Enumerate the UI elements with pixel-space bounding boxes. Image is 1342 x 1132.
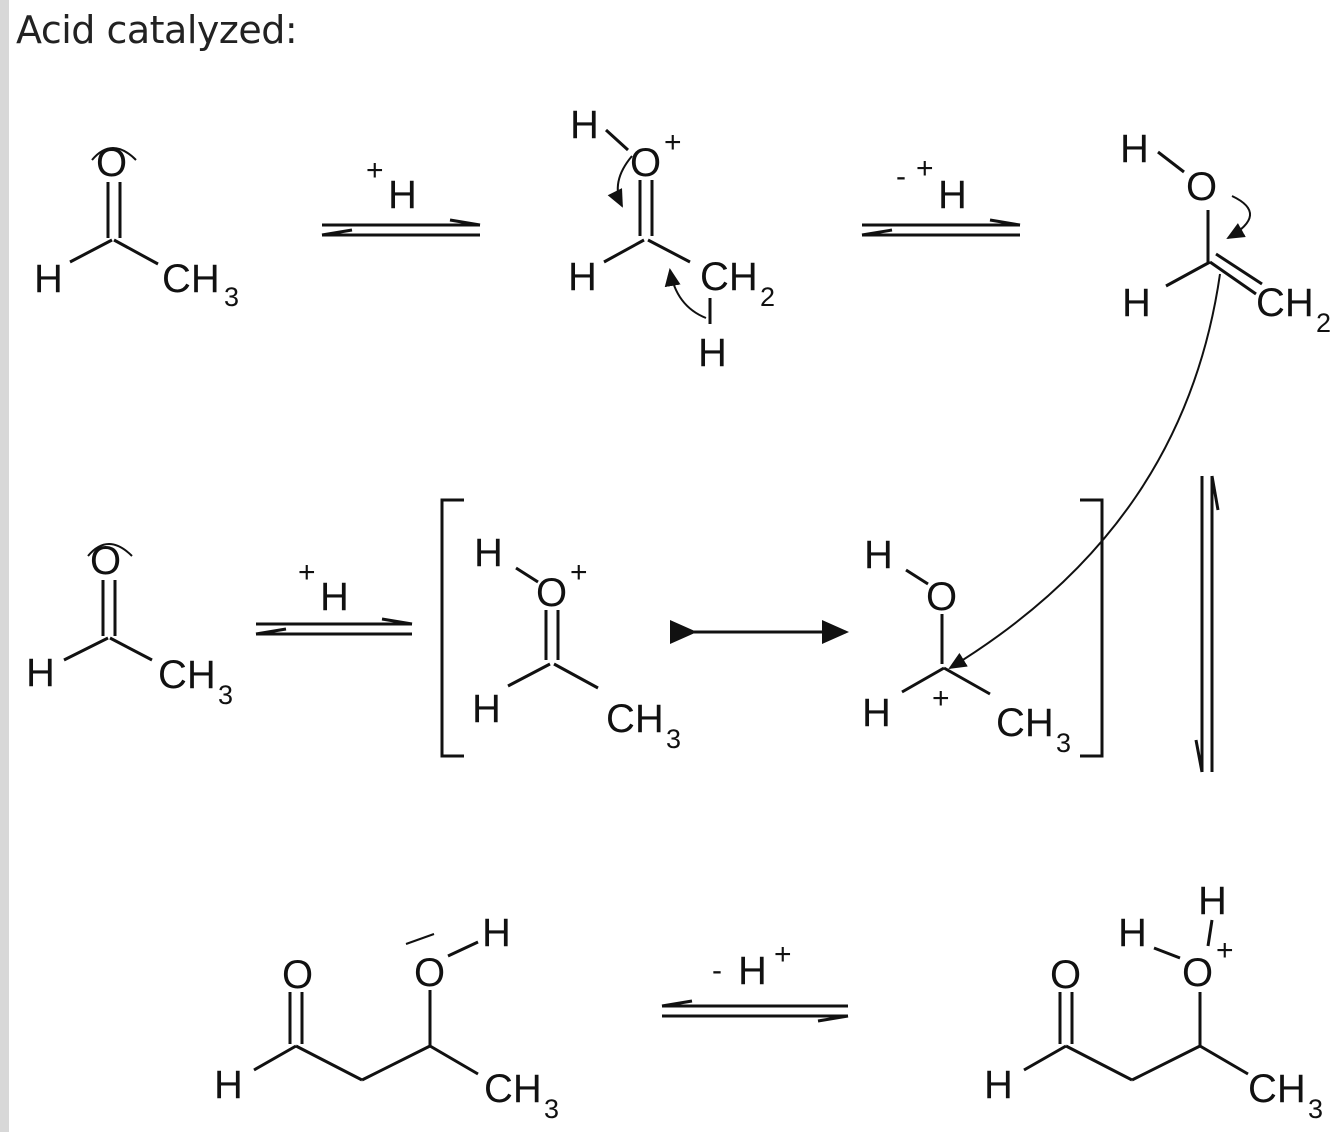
equilibrium-arrow-4	[661, 999, 849, 1023]
proton-plus-3: +	[298, 556, 316, 589]
hydrogen-oh-3: H	[1120, 127, 1149, 171]
carbonyl-oxygen-7: O	[282, 953, 313, 997]
hydroxyl-h-a-8: H	[1118, 911, 1147, 955]
methyl-7-sub: 3	[544, 1094, 559, 1124]
alpha-hydrogen-2: H	[698, 331, 727, 375]
methyl-8-sub: 3	[1308, 1094, 1323, 1124]
resonance-bracket	[440, 498, 1104, 758]
resonance-form-a	[507, 566, 599, 690]
aldol-product	[253, 933, 479, 1082]
oxygen-1: O	[96, 141, 127, 185]
scheme-title: Acid catalyzed:	[16, 8, 298, 52]
methyl-4-sub: 3	[218, 680, 233, 710]
deproton-minus: -	[896, 160, 906, 193]
methyl-8: CH	[1248, 1067, 1306, 1111]
resonance-form-b	[901, 568, 991, 696]
oxonium-plus-2: +	[664, 126, 682, 159]
hydrogen-2: H	[568, 255, 597, 299]
hydroxyl-oxygen-7: O	[414, 951, 445, 995]
hydroxyl-hydrogen-7: H	[482, 911, 511, 955]
carbocation-plus: +	[932, 682, 950, 715]
hydrogen-oh-5: H	[474, 531, 503, 575]
deproton-plus: +	[916, 152, 934, 185]
methylene-2: CH	[700, 255, 758, 299]
methyl-1: CH	[162, 257, 220, 301]
hydrogen-4: H	[26, 651, 55, 695]
proton-h-3: H	[320, 575, 349, 619]
hydrogen-oh-2: H	[570, 103, 599, 147]
methylene-2-sub: 2	[760, 282, 775, 312]
protonated-aldol	[1023, 919, 1249, 1082]
carbonyl-oxygen-8: O	[1050, 953, 1081, 997]
hydrogen-8: H	[984, 1063, 1013, 1107]
methyl-6: CH	[996, 701, 1054, 745]
equilibrium-arrow-3	[255, 617, 413, 636]
hydrogen-6: H	[862, 691, 891, 735]
hydrogen-3: H	[1122, 281, 1151, 325]
proton-h-1: H	[388, 173, 417, 217]
acetaldehyde-2	[63, 543, 153, 662]
oxonium-plus-5: +	[570, 556, 588, 589]
hydrogen-1: H	[34, 257, 63, 301]
hydrogen-7: H	[214, 1063, 243, 1107]
methyl-1-sub: 3	[224, 282, 239, 312]
deproton-plus-4: +	[774, 938, 792, 971]
oxygen-4: O	[90, 539, 121, 583]
left-edge	[0, 0, 9, 1132]
oxygen-2: O	[630, 141, 661, 185]
methyl-5-sub: 3	[666, 724, 681, 754]
oxygen-6: O	[926, 575, 957, 619]
equilibrium-arrow-2	[861, 218, 1021, 237]
proton-plus-1: +	[366, 154, 384, 187]
hydrogen-5: H	[472, 687, 501, 731]
protonated-aldehyde-1	[603, 128, 712, 324]
equilibrium-arrow-1	[321, 218, 481, 237]
oxygen-5: O	[536, 571, 567, 615]
equilibrium-arrow-vertical	[1194, 475, 1220, 773]
methyl-5: CH	[606, 697, 664, 741]
methylene-3: CH	[1256, 281, 1314, 325]
methyl-6-sub: 3	[1056, 728, 1071, 758]
methyl-4: CH	[158, 653, 216, 697]
oxonium-plus-8: +	[1216, 934, 1234, 967]
hydrogen-oh-6: H	[864, 533, 893, 577]
hydroxyl-h-b-8: H	[1198, 879, 1227, 923]
enol	[948, 150, 1263, 670]
methylene-3-sub: 2	[1316, 308, 1331, 338]
methyl-7: CH	[484, 1067, 542, 1111]
deproton-h-4: H	[738, 949, 767, 993]
deproton-h: H	[938, 173, 967, 217]
oxonium-oxygen-8: O	[1182, 951, 1213, 995]
oxygen-3: O	[1186, 165, 1217, 209]
acetaldehyde-1	[69, 147, 159, 266]
deproton-minus-4: -	[712, 954, 722, 987]
